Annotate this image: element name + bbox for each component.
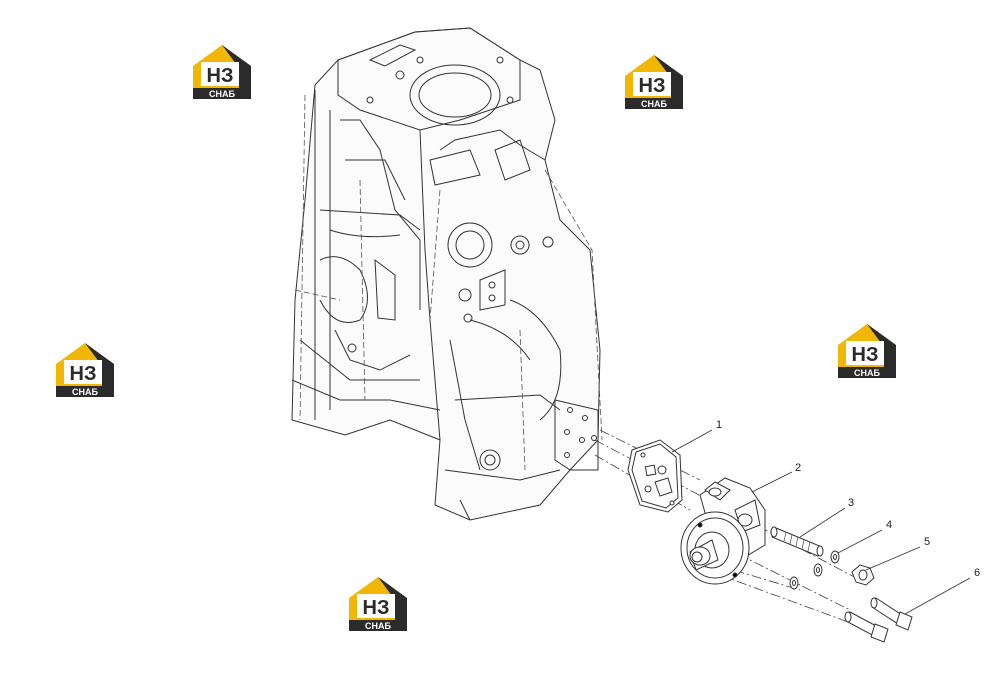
oil-filter-adapter-part	[680, 477, 766, 585]
logo-letters: НЗ	[207, 65, 234, 87]
bolt-part	[844, 597, 913, 643]
logo-letters: НЗ	[70, 363, 97, 385]
house-logo-icon: НЗ СНАБ	[623, 52, 685, 110]
nut-part	[851, 564, 875, 586]
logo-letters: НЗ	[852, 344, 879, 366]
callout-1: 1	[716, 419, 722, 431]
engine-block	[291, 27, 601, 521]
callout-5: 5	[924, 536, 930, 548]
logo-word: СНАБ	[72, 387, 98, 397]
logo-word: СНАБ	[209, 89, 235, 99]
logo-letters: НЗ	[639, 75, 666, 97]
callout-4: 4	[886, 519, 892, 531]
house-logo-icon: НЗ СНАБ	[54, 340, 116, 398]
house-logo-icon: НЗ СНАБ	[347, 574, 409, 632]
logo-word: СНАБ	[641, 99, 667, 109]
lock-washer-part	[789, 550, 840, 590]
logo-word: СНАБ	[365, 621, 391, 631]
gasket-part	[627, 439, 683, 513]
stud-part	[770, 526, 824, 557]
logo-word: СНАБ	[854, 368, 880, 378]
logo-letters: НЗ	[363, 597, 390, 619]
house-logo-icon: НЗ СНАБ	[191, 42, 253, 100]
house-logo-icon: НЗ СНАБ	[836, 321, 898, 379]
callout-6: 6	[974, 567, 980, 579]
callout-3: 3	[848, 497, 854, 509]
callout-2: 2	[795, 462, 801, 474]
callout-leaders	[671, 429, 971, 615]
block-hidden-lines	[294, 94, 603, 471]
